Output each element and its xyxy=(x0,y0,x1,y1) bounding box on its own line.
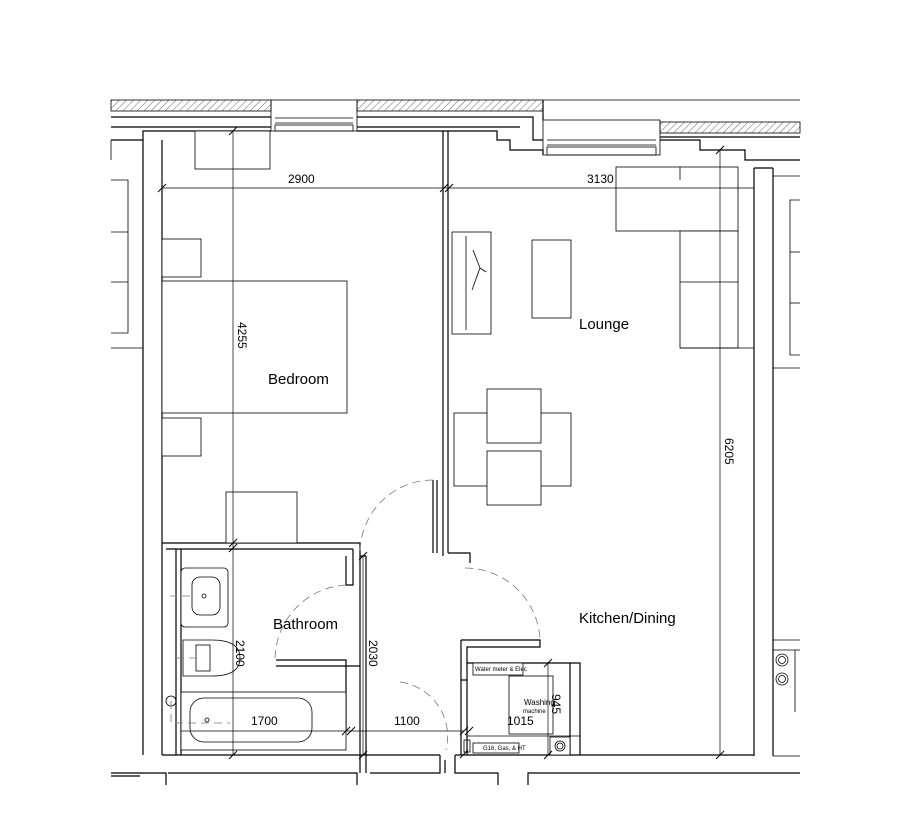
boiler xyxy=(549,736,571,756)
dim-hall-width: 1100 xyxy=(394,714,420,728)
dim-bedroom-depth: 4255 xyxy=(235,322,249,349)
coffee-table xyxy=(531,239,572,319)
basin xyxy=(180,567,229,628)
partition-bedroom-lounge xyxy=(442,131,471,563)
dim-lounge-width: 3130 xyxy=(587,172,614,186)
washing-machine xyxy=(508,675,554,735)
dim-bedroom-width: 2900 xyxy=(288,172,315,186)
label-gas-meter: G16, Gas, & HT xyxy=(483,746,526,752)
label-water-meter: Water meter & Elec xyxy=(475,667,527,673)
lounge-furniture xyxy=(451,166,754,506)
sofa-back xyxy=(615,166,739,232)
water-meter xyxy=(472,662,524,676)
room-label-kitchen-dining: Kitchen/Dining xyxy=(579,610,676,627)
bedroom-furniture xyxy=(161,130,348,544)
dim-hall-depth: 2030 xyxy=(366,640,380,667)
dining-chair-top xyxy=(486,388,542,444)
bathroom-fittings xyxy=(165,567,347,751)
dim-lounge-depth: 6205 xyxy=(722,438,736,465)
dimension-lines xyxy=(157,126,754,760)
dining-chair-bottom xyxy=(486,450,542,506)
toilet xyxy=(182,639,241,677)
gas-meter xyxy=(472,742,520,754)
top-external-wall xyxy=(110,99,801,161)
neighbour-left xyxy=(110,140,143,349)
desk xyxy=(225,491,298,544)
tv-unit xyxy=(451,231,492,335)
room-label-lounge: Lounge xyxy=(579,316,629,333)
bedside-table-top xyxy=(161,238,202,278)
dim-utility-width: 1015 xyxy=(507,714,534,728)
utility-cupboard xyxy=(432,480,581,755)
sofa-chaise xyxy=(679,230,739,349)
dim-bathroom-width: 1700 xyxy=(251,714,278,728)
bedside-table-bottom xyxy=(161,417,202,457)
room-label-bathroom: Bathroom xyxy=(273,616,338,633)
door-swings xyxy=(274,479,541,751)
neighbour-right xyxy=(773,175,800,757)
label-washing-machine-2: machine xyxy=(523,709,546,715)
double-bed xyxy=(161,280,348,414)
window-bedroom xyxy=(270,99,358,132)
dim-utility-depth: 945 xyxy=(549,694,563,714)
room-label-bedroom: Bedroom xyxy=(268,371,329,388)
window-lounge xyxy=(542,119,661,156)
label-washing-machine-1: Washing xyxy=(524,698,555,707)
dim-bathroom-depth: 2100 xyxy=(233,640,247,667)
wardrobe xyxy=(194,130,271,170)
utility-fittings xyxy=(463,662,571,756)
